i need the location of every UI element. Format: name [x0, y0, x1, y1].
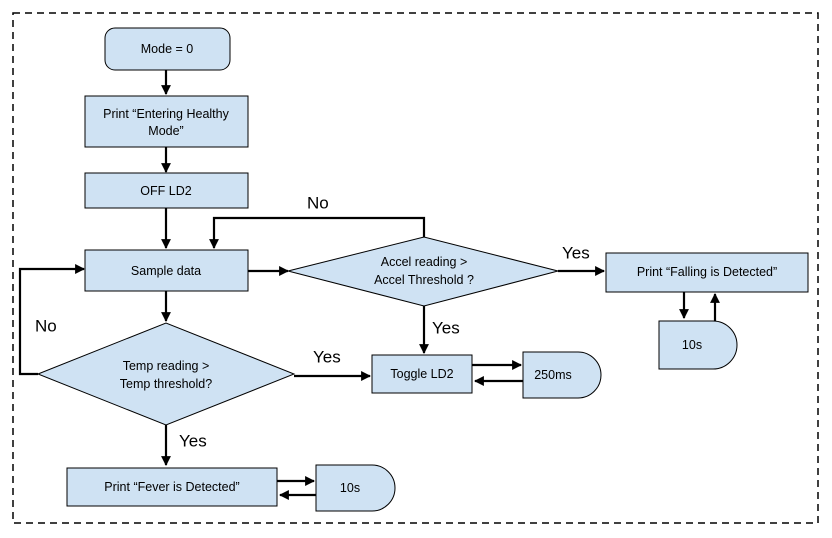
temp-label-line-2: Temp threshold?	[120, 377, 212, 391]
print-healthy-label-line-1: Print “Entering Healthy	[103, 107, 230, 121]
decision-shape	[287, 236, 559, 307]
decision-shape	[36, 322, 296, 426]
delay-shape	[658, 320, 738, 370]
delay-shape	[522, 351, 602, 399]
label-accel-no: No	[307, 194, 329, 213]
process-shape	[605, 252, 809, 293]
node-delay-fever: 10s	[315, 464, 396, 512]
sample-data-label: Sample data	[131, 264, 201, 278]
label-temp-no: No	[35, 317, 57, 336]
mode-label: Mode = 0	[141, 42, 194, 56]
node-delay-falling: 10s	[658, 320, 738, 370]
delay-falling-label: 10s	[682, 338, 702, 352]
node-accel-decision: Accel reading > Accel Threshold ?	[287, 236, 559, 307]
toggle-ld2-label: Toggle LD2	[390, 367, 453, 381]
node-print-healthy: Print “Entering Healthy Mode”	[84, 95, 249, 148]
diagram-border	[12, 12, 819, 524]
label-accel-yes-down: Yes	[432, 319, 460, 338]
process-shape	[371, 354, 473, 394]
label-temp-yes-right: Yes	[313, 348, 341, 367]
accel-label-line-2: Accel Threshold ?	[374, 273, 474, 287]
temp-label-line-1: Temp reading >	[123, 359, 210, 373]
edge-accel-no-loop	[209, 216, 426, 249]
node-off-ld2: OFF LD2	[84, 172, 249, 209]
delay-toggle-label: 250ms	[534, 368, 572, 382]
label-accel-yes-right: Yes	[562, 244, 590, 263]
node-mode: Mode = 0	[104, 27, 231, 71]
delay-shape	[315, 464, 396, 512]
falling-label: Print “Falling is Detected”	[637, 265, 777, 279]
node-falling: Print “Falling is Detected”	[605, 252, 809, 293]
terminal-shape	[104, 27, 231, 71]
print-healthy-label-line-2: Mode”	[148, 124, 183, 138]
node-temp-decision: Temp reading > Temp threshold?	[36, 322, 296, 426]
process-shape	[84, 172, 249, 209]
accel-label-line-1: Accel reading >	[381, 255, 468, 269]
label-temp-yes-down: Yes	[179, 432, 207, 451]
node-delay-toggle: 250ms	[522, 351, 602, 399]
process-shape	[84, 249, 249, 292]
edge-temp-no-loop	[18, 264, 85, 376]
node-sample-data: Sample data	[84, 249, 249, 292]
fever-label: Print “Fever is Detected”	[104, 480, 239, 494]
node-fever: Print “Fever is Detected”	[66, 467, 278, 507]
process-shape	[66, 467, 278, 507]
edges	[18, 70, 720, 500]
process-shape	[84, 95, 249, 148]
delay-fever-label: 10s	[340, 481, 360, 495]
node-toggle-ld2: Toggle LD2	[371, 354, 473, 394]
off-ld2-label: OFF LD2	[140, 184, 191, 198]
